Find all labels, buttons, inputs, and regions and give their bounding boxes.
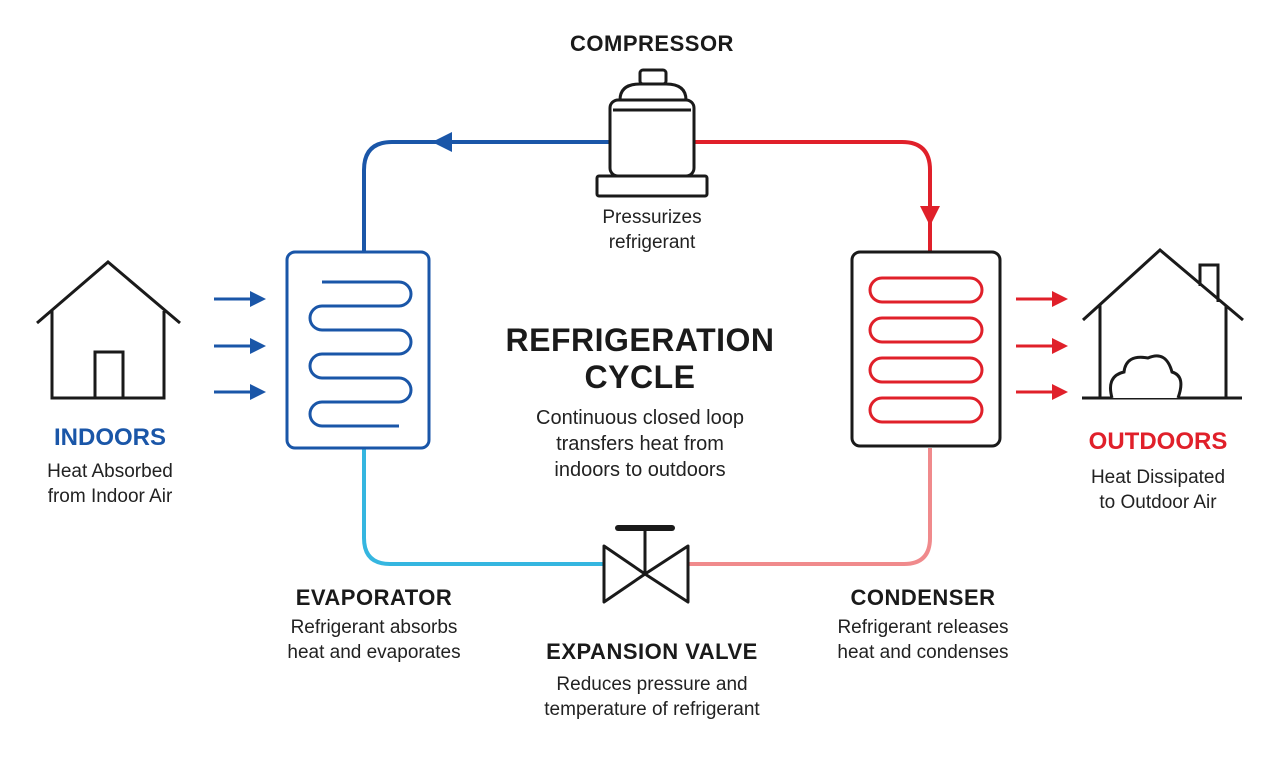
- indoors-desc: Heat Absorbed from Indoor Air: [10, 460, 210, 509]
- house-icon: [36, 260, 181, 400]
- outdoors-desc-line1: Heat Dissipated: [1090, 467, 1226, 488]
- flow-arrow-icon: [920, 206, 940, 226]
- condenser-title: CONDENSER: [850, 585, 996, 610]
- outdoors-desc-line2: to Outdoor Air: [1099, 491, 1217, 513]
- outdoors-desc: Heat Dissipated to Outdoor Air: [1058, 466, 1258, 515]
- evaporator-desc-line1: Refrigerant absorbs: [290, 617, 458, 638]
- cycle-desc-line3: indoors to outdoors: [554, 459, 726, 481]
- condenser-coil-icon: [850, 250, 1002, 448]
- evaporator-desc: Refrigerant absorbs heat and evaporates: [254, 616, 494, 665]
- flow-arrow-icon: [432, 132, 452, 152]
- condenser-desc-line2: heat and condenses: [837, 641, 1009, 663]
- evaporator-desc-line2: heat and evaporates: [287, 641, 461, 663]
- expansion-valve-desc: Reduces pressure and temperature of refr…: [502, 673, 802, 722]
- cycle-title: REFRIGERATION CYCLE: [490, 322, 790, 396]
- compressor-desc-line2: refrigerant: [608, 231, 696, 253]
- expansion-valve-desc-line2: temperature of refrigerant: [544, 698, 760, 720]
- evaporator-coil-icon: [285, 250, 431, 450]
- condenser-desc-line1: Refrigerant releases: [837, 617, 1009, 638]
- heat-arrow-icon: [1016, 291, 1068, 400]
- expansion-valve-desc-line1: Reduces pressure and: [556, 674, 748, 695]
- expansion-valve-title: EXPANSION VALVE: [546, 639, 758, 664]
- indoors-title: INDOORS: [53, 424, 166, 451]
- indoors-desc-line2: from Indoor Air: [47, 485, 173, 507]
- compressor-title: COMPRESSOR: [570, 31, 734, 56]
- cycle-desc: Continuous closed loop transfers heat fr…: [490, 405, 790, 483]
- evaporator-title: EVAPORATOR: [295, 585, 453, 610]
- indoors-desc-line1: Heat Absorbed: [47, 461, 173, 482]
- cold-pipe-top: [362, 140, 610, 252]
- outdoors-title: OUTDOORS: [1088, 428, 1228, 455]
- heat-arrow-icon: [214, 291, 266, 400]
- house-with-tree-icon: [1081, 248, 1244, 400]
- cycle-desc-line2: transfers heat from: [556, 433, 724, 455]
- hot-pipe-bottom: [688, 448, 932, 566]
- cycle-desc-line1: Continuous closed loop: [536, 407, 744, 429]
- cold-pipe-bottom: [362, 448, 604, 566]
- compressor-icon: [595, 68, 709, 198]
- hot-pipe-top: [693, 140, 932, 252]
- compressor-desc-line1: Pressurizes: [602, 207, 702, 228]
- compressor-desc: Pressurizes refrigerant: [542, 206, 762, 255]
- expansion-valve-icon: [602, 525, 690, 604]
- cycle-title-line1: REFRIGERATION: [505, 322, 775, 358]
- cycle-title-line2: CYCLE: [584, 358, 696, 395]
- condenser-desc: Refrigerant releases heat and condenses: [803, 616, 1043, 665]
